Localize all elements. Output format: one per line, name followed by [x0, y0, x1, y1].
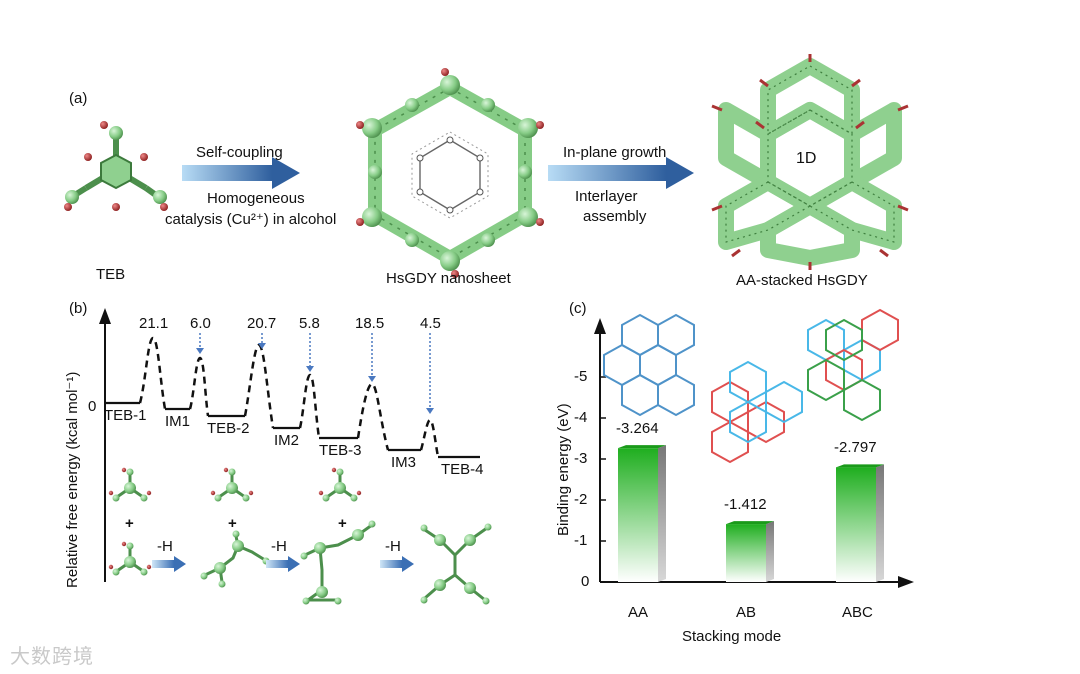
barrier-2: 6.0: [190, 315, 211, 332]
bar-top-ab: [726, 521, 774, 525]
panel-b-ylabel: Relative free energy (kcal mol⁻¹): [64, 371, 81, 588]
state-im2: IM2: [274, 432, 300, 449]
lattice-ab: [711, 360, 803, 464]
aa-stacked-hsgdy: [711, 54, 909, 270]
bars: [618, 445, 884, 582]
barrier-5: 18.5: [355, 315, 385, 332]
x-category-ab: AB: [736, 604, 757, 621]
state-im3: IM3: [391, 454, 417, 471]
bar-value-label-ab: -1.412: [724, 496, 767, 514]
bar-side-aa: [658, 445, 666, 582]
arrow2-bottom-label-2: assembly: [583, 208, 647, 225]
arrow1-top-label: Self-coupling: [196, 144, 283, 161]
bar-side-ab: [766, 521, 774, 582]
lattice-aa: [603, 313, 695, 417]
watermark: 大数跨境: [10, 646, 94, 668]
minus-h-2: -H: [271, 538, 287, 555]
teb-mol-3: [210, 467, 254, 502]
bar-aa: [618, 448, 658, 582]
panel-c-label: (c): [569, 300, 587, 317]
teb-mol-2: [108, 541, 152, 576]
arrow2-top-label: In-plane growth: [563, 144, 667, 161]
state-teb-2: TEB-2: [207, 420, 250, 437]
bar-side-abc: [876, 464, 884, 582]
nanosheet-caption: HsGDY nanosheet: [386, 270, 511, 287]
energy-profile: [105, 336, 480, 459]
arrow1-bottom-label-1: Homogeneous: [207, 190, 305, 207]
minus-h-3: -H: [385, 538, 401, 555]
bar-abc: [836, 467, 876, 582]
panel-b-label: (b): [69, 300, 88, 317]
arrow2-bottom-label-1: Interlayer: [575, 188, 638, 205]
y-ticks: [600, 376, 606, 583]
plus-3: +: [338, 515, 347, 532]
y-tick-label-4: -4: [574, 409, 588, 426]
state-teb-3: TEB-3: [319, 442, 362, 459]
barrier-pointers: [199, 333, 431, 408]
minus-h-arrows: [152, 556, 414, 572]
barrier-pointer-heads: [196, 343, 434, 414]
y-tick-label-3: -3: [574, 450, 588, 467]
lattice-abc: [807, 308, 899, 422]
plus-2: +: [228, 515, 237, 532]
hsgdy-nanosheet: [356, 68, 544, 278]
y-axis-arrowhead: [594, 318, 606, 334]
teb-mol-1: [108, 467, 152, 502]
teb-mol-4: [318, 467, 362, 502]
y-tick-label-0: 0: [581, 573, 590, 590]
arrow-self-coupling: [182, 157, 300, 189]
bar-value-label-abc: -2.797: [834, 439, 877, 457]
arrow-in-plane-growth: [548, 157, 694, 189]
bar-top-aa: [618, 445, 666, 449]
minus-h-1: -H: [157, 538, 173, 555]
bar-ab: [726, 524, 766, 582]
state-teb-4: TEB-4: [441, 461, 484, 478]
panel-c-ylabel: Binding energy (eV): [555, 403, 572, 536]
panel-c-xlabel: Stacking mode: [682, 628, 782, 645]
y-tick-label-5: -5: [574, 368, 588, 385]
panel-a-label: (a): [69, 90, 88, 107]
barrier-6: 4.5: [420, 315, 441, 332]
y-tick-label-2: -2: [574, 491, 588, 508]
bar-top-abc: [836, 464, 884, 468]
x-axis-arrowhead: [898, 576, 914, 588]
state-im1: IM1: [165, 413, 191, 430]
state-teb-1: TEB-1: [104, 407, 147, 424]
bar-value-label-aa: -3.264: [616, 420, 659, 438]
teb-caption: TEB: [96, 266, 126, 283]
y-tick-label-1: -1: [574, 532, 588, 549]
pore-label: 1D: [796, 150, 817, 167]
teb-molecule: [64, 121, 168, 211]
stacked-caption: AA-stacked HsGDY: [736, 272, 868, 289]
barrier-4: 5.8: [299, 315, 320, 332]
plus-1: +: [125, 515, 134, 532]
panel-b-axes: [99, 308, 111, 582]
x-category-aa: AA: [628, 604, 649, 621]
reaction-molecules: [108, 467, 492, 605]
barrier-1: 21.1: [139, 315, 169, 332]
barrier-3: 20.7: [247, 315, 277, 332]
arrow1-bottom-label-2: catalysis (Cu²⁺) in alcohol: [165, 211, 337, 228]
x-category-abc: ABC: [842, 604, 873, 621]
zero-label: 0: [88, 398, 97, 415]
